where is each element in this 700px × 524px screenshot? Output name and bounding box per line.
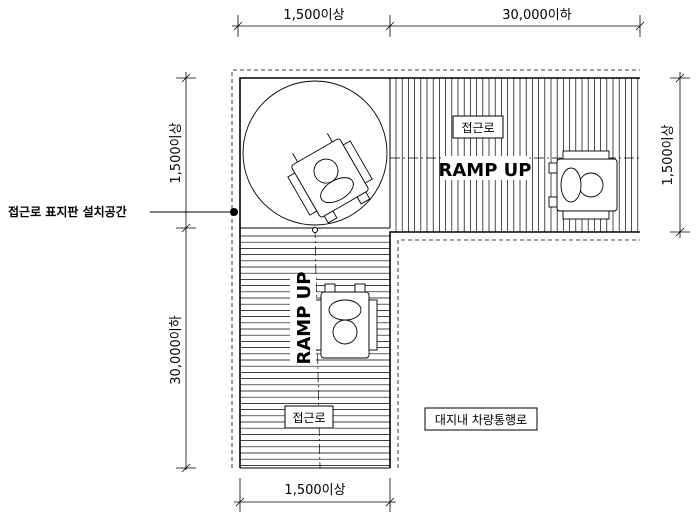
wheelchair-icon	[548, 150, 618, 220]
sign-location-marker	[230, 208, 238, 216]
ramp-label-bg-horizontal	[442, 156, 528, 180]
wheelchair-icon	[287, 133, 373, 224]
ramp-label-bg-vertical	[290, 275, 316, 361]
ramp-up-label-vertical: RAMP UP	[294, 272, 315, 365]
bottom-dimension-line	[234, 478, 396, 512]
center-marker	[312, 227, 318, 233]
dimension-top-left: 1,500이상	[283, 8, 344, 23]
vehicle-path-label: 대지내 차량통행로	[435, 412, 527, 427]
ramp-inner-edge	[389, 231, 640, 468]
vehicle-path-box	[424, 407, 538, 431]
dimension-bottom: 1,500이상	[284, 483, 345, 498]
dimension-left-bottom: 30,000이하	[169, 315, 184, 384]
dimension-left-top: 1,500이상	[169, 122, 184, 183]
approach-label-top: 접근로	[461, 121, 494, 135]
wheelchair-icon	[312, 283, 378, 359]
dimension-right: 1,500이상	[661, 124, 676, 185]
sign-space-label: 접근로 표지판 설치공간	[8, 204, 127, 219]
ramp-outer-edge	[239, 77, 640, 468]
ramp-up-label-horizontal: RAMP UP	[439, 160, 532, 181]
approach-label-bottom: 접근로	[292, 411, 325, 425]
turning-circle	[242, 80, 388, 226]
dimension-top-right: 30,000이하	[502, 8, 571, 23]
right-dimension-line	[670, 72, 690, 238]
approach-box-top	[452, 115, 504, 139]
left-dimension-line	[176, 72, 196, 473]
approach-box-bottom	[284, 405, 334, 429]
top-dimension-line	[232, 15, 645, 37]
vehicle-path-boundary	[397, 239, 640, 468]
